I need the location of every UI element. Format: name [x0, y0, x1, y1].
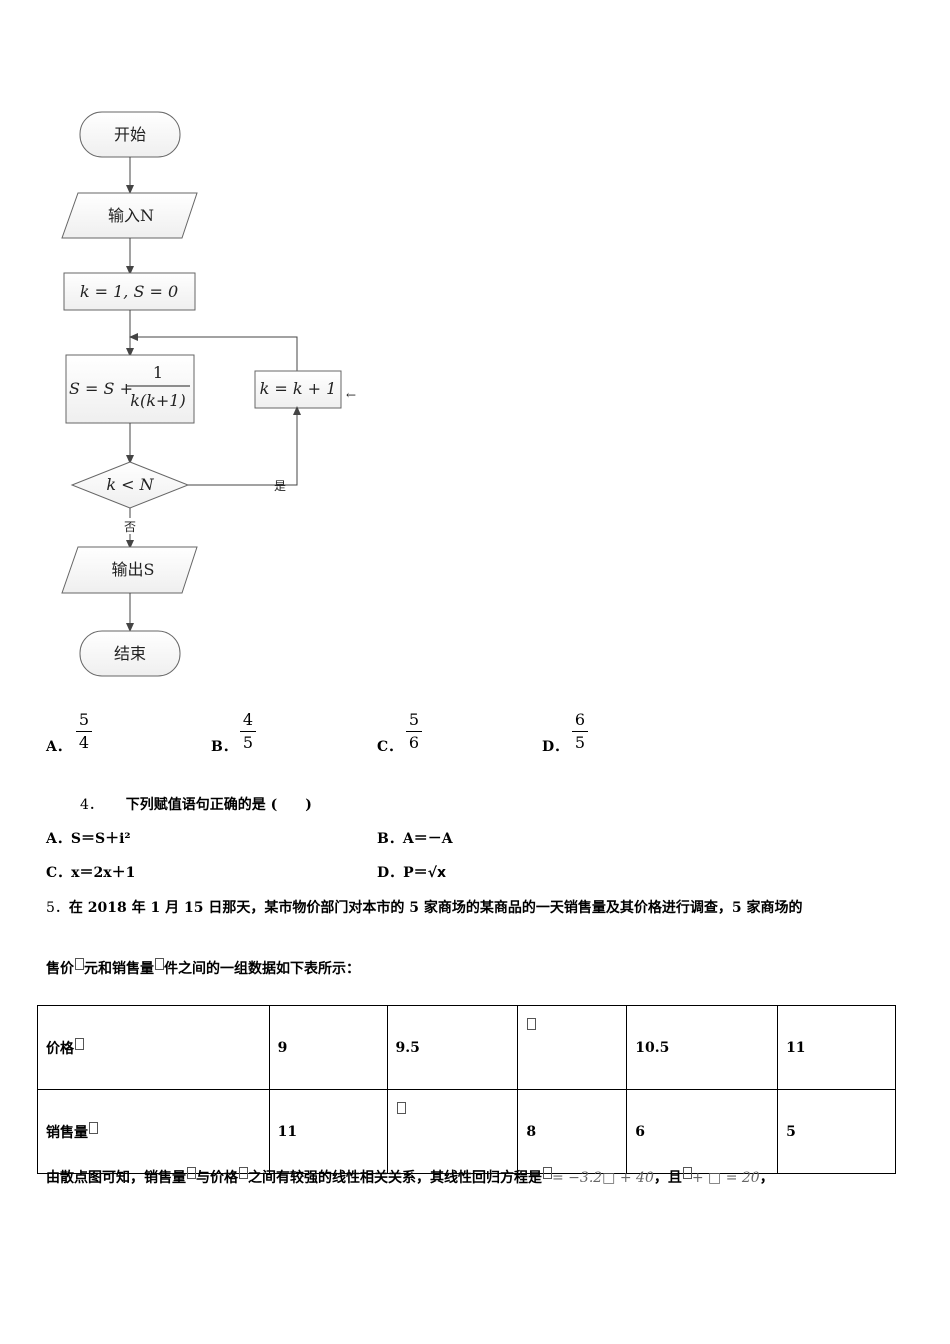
- q3-option-b-label: B．: [211, 739, 237, 755]
- q4-stem: 4． 下列赋值语句正确的是 ( ): [80, 794, 312, 814]
- q5-line2-part-a: 售价: [46, 961, 74, 977]
- return-mark: ←: [346, 388, 356, 402]
- table-cell: 5: [777, 1089, 896, 1174]
- data-table: 价格 9 9.5 10.5 11 销售量 11 8 6 5: [37, 1005, 896, 1174]
- init-label: k = 1, S = 0: [80, 282, 178, 301]
- q5-number: 5．: [46, 900, 69, 916]
- placeholder-a-icon: [682, 1167, 692, 1179]
- update-box: [65, 354, 195, 424]
- q5-line3-part-a: 由散点图可知，销售量: [46, 1170, 186, 1186]
- placeholder-x-icon: [75, 1037, 84, 1050]
- output-label: 输出S: [112, 560, 155, 579]
- update-denominator: k(k+1): [130, 391, 185, 410]
- q5-line2-part-c: 件之间的一组数据如下表所示：: [164, 961, 360, 977]
- table-cell: 9.5: [386, 1005, 519, 1090]
- table-row: 销售量 11 8 6 5: [37, 1089, 896, 1174]
- placeholder-x-icon: [239, 1167, 248, 1179]
- input-label: 输入N: [108, 206, 154, 225]
- sum-condition: + □ = 20: [691, 1170, 760, 1186]
- table-cell: 10.5: [626, 1005, 779, 1090]
- q3-option-d-label: D．: [542, 739, 569, 755]
- q5-line2-part-b: 元和销售量: [84, 961, 154, 977]
- q4-number: 4．: [80, 797, 103, 813]
- table-cell-missing: [517, 1005, 628, 1090]
- update-lhs: S = S +: [69, 379, 133, 398]
- placeholder-a-icon: [527, 1018, 537, 1030]
- table-cell: 11: [268, 1089, 388, 1174]
- placeholder-b-icon: [396, 1102, 406, 1114]
- loop-back-line: [129, 333, 298, 371]
- q5-line1: 5．在 2018 年 1 月 15 日那天，某市物价部门对本市的 5 家商场的某…: [46, 897, 802, 917]
- placeholder-y-icon: [187, 1167, 196, 1179]
- table-cell: 9: [268, 1005, 388, 1090]
- table-header-price: 价格: [37, 1005, 270, 1090]
- q4-stem-text: 下列赋值语句正确的是 ( ): [125, 797, 312, 813]
- placeholder-y-icon: [155, 958, 164, 970]
- increment-label: k = k + 1: [260, 379, 337, 398]
- q4-option-d-label: D．P＝: [377, 865, 428, 881]
- input-box: [61, 192, 198, 239]
- q5-line3-part-d: ，且: [653, 1170, 682, 1186]
- end-label: 结束: [114, 644, 146, 663]
- placeholder-x-icon: [75, 958, 84, 970]
- regression-equation: = −3.2□ + 40: [552, 1170, 654, 1186]
- q4-option-a: A．S＝S＋i²: [46, 831, 131, 847]
- q4-option-b: B．A＝－A: [377, 831, 453, 847]
- table-header-sales: 销售量: [37, 1089, 270, 1174]
- q3-option-a-label: A．: [46, 739, 71, 755]
- table-cell: 6: [626, 1089, 779, 1174]
- placeholder-y-icon: [89, 1121, 98, 1134]
- q3-option-c-label: C．: [377, 739, 403, 755]
- output-box: [61, 546, 198, 594]
- condition-label: k < N: [106, 475, 154, 494]
- q4-option-c: C．x＝2x＋1: [46, 865, 136, 881]
- q5-line3: 由散点图可知，销售量与价格之间有较强的线性相关关系，其线性回归方程是 = −3.2…: [46, 1167, 774, 1187]
- init-box: [63, 272, 196, 311]
- table-cell-missing: [386, 1089, 519, 1174]
- yes-label: 是: [274, 479, 286, 493]
- start-label: 开始: [114, 125, 146, 144]
- table-cell: 11: [777, 1005, 896, 1090]
- q5-line1-text: 在 2018 年 1 月 15 日那天，某市物价部门对本市的 5 家商场的某商品…: [68, 900, 803, 916]
- q5-line2: 售价元和销售量件之间的一组数据如下表所示：: [46, 958, 360, 978]
- placeholder-yhat-icon: [543, 1167, 552, 1179]
- no-label: 否: [124, 520, 136, 534]
- q5-line3-end: ，: [759, 1170, 774, 1186]
- q5-line3-part-b: 与价格: [196, 1170, 238, 1186]
- arrow-yes: [188, 406, 301, 486]
- end-terminal: [79, 630, 181, 677]
- q5-line3-part-c: 之间有较强的线性相关关系，其线性回归方程是: [248, 1170, 542, 1186]
- flowchart: 开始 输入N k = 1, S = 0 S = S + 1 k(k+1) k =…: [61, 111, 356, 677]
- update-numerator: 1: [153, 363, 163, 382]
- table-cell: 8: [517, 1089, 628, 1174]
- q4-option-d-sqrt: √x: [427, 865, 447, 881]
- table-row: 价格 9 9.5 10.5 11: [37, 1005, 896, 1090]
- q4-option-d: D．P＝√x: [377, 862, 446, 882]
